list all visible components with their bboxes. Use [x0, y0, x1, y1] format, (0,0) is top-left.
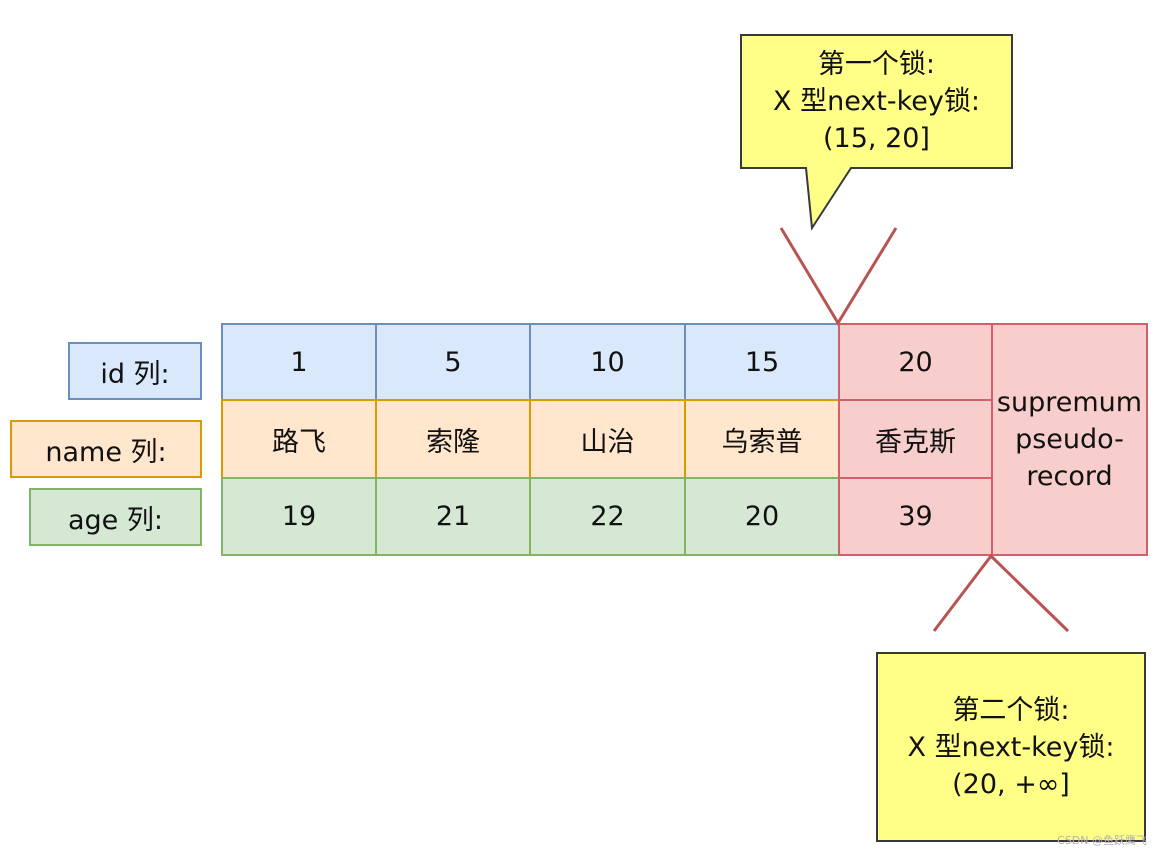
- id-column-label: id 列:: [68, 342, 202, 400]
- watermark: CSDN @鱼跃鹰飞: [1057, 834, 1147, 847]
- callout-2-shape: [876, 652, 1146, 842]
- record-2-name: 索隆: [426, 426, 480, 458]
- record-3-id: 10: [590, 346, 625, 378]
- record-5-name: 香克斯: [875, 426, 956, 458]
- age-column-label-text: age 列:: [68, 504, 163, 536]
- record-1-name: 路飞: [272, 426, 326, 458]
- second-lock-title: 第二个锁:: [952, 694, 1070, 726]
- record-5-name-cell: 香克斯: [838, 399, 993, 479]
- record-3-id-cell: 10: [529, 323, 686, 401]
- first-lock-callout: 第一个锁: X 型next-key锁: (15, 20]: [741, 35, 1012, 168]
- age-column-label: age 列:: [29, 488, 202, 546]
- record-2-id: 5: [444, 346, 462, 378]
- second-lock-type: X 型next-key锁:: [907, 731, 1115, 763]
- record-3-age-cell: 22: [529, 477, 686, 556]
- record-5-age-cell: 39: [838, 477, 993, 556]
- supremum-line-1: supremum: [996, 387, 1143, 418]
- second-lock-callout: 第二个锁: X 型next-key锁: (20, +∞]: [877, 653, 1145, 841]
- record-3-age: 22: [590, 501, 625, 532]
- record-1-age: 19: [281, 501, 317, 532]
- record-2-age: 21: [435, 501, 471, 532]
- supremum-line-2: pseudo-: [1015, 424, 1124, 455]
- record-2-id-cell: 5: [375, 323, 531, 401]
- gap-lock-pointer-2: [932, 553, 1070, 633]
- record-1-name-cell: 路飞: [221, 399, 377, 479]
- gap-lock-pointer-1: [779, 227, 898, 326]
- record-1-id: 1: [290, 346, 308, 378]
- supremum-line-3: record: [1026, 461, 1113, 492]
- record-4-age-cell: 20: [684, 477, 840, 556]
- record-4-name: 乌索普: [721, 426, 803, 458]
- callout-1-shape: [740, 34, 1013, 231]
- record-4-id: 15: [744, 346, 780, 378]
- first-lock-range: (15, 20]: [823, 123, 930, 154]
- first-lock-title: 第一个锁:: [817, 49, 936, 80]
- record-2-age-cell: 21: [375, 477, 531, 556]
- record-1-id-cell: 1: [221, 323, 377, 401]
- record-4-age: 20: [744, 501, 780, 532]
- record-5-age: 39: [898, 501, 933, 532]
- record-5-id: 20: [898, 346, 933, 378]
- id-column-label-text: id 列:: [100, 358, 170, 390]
- first-lock-type: X 型next-key锁:: [773, 86, 980, 117]
- second-lock-range: (20, +∞]: [952, 768, 1070, 800]
- name-column-label: name 列:: [10, 420, 202, 478]
- record-4-name-cell: 乌索普: [684, 399, 840, 479]
- name-column-label-text: name 列:: [45, 436, 167, 468]
- record-3-name: 山治: [580, 426, 635, 458]
- supremum-pseudo-record: supremum pseudo- record: [991, 323, 1148, 556]
